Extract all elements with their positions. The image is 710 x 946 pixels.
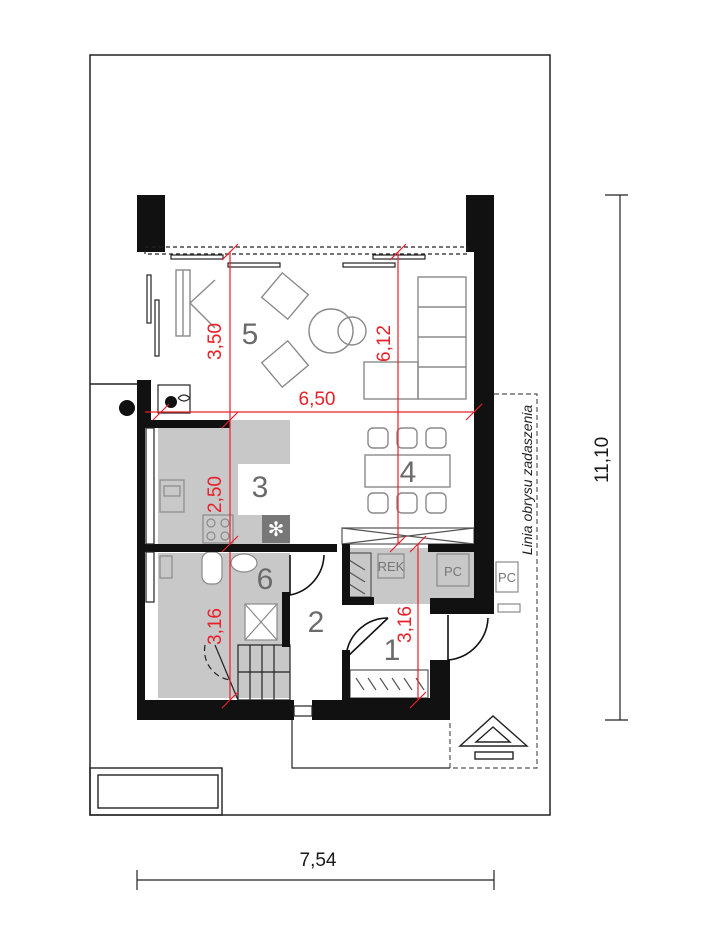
rek-box: REK: [377, 553, 405, 579]
pc-outer-label: PC: [498, 570, 516, 585]
svg-text:✻: ✻: [268, 517, 285, 541]
windows: [144, 246, 468, 717]
car-spot: [89, 767, 223, 816]
pc-inner-label: PC: [444, 564, 462, 579]
dim-kitchen-height: 2,50: [205, 476, 226, 513]
dimension-lines: [145, 243, 483, 709]
room-number-1: 1: [384, 634, 401, 667]
tv-unit: [175, 269, 216, 337]
dim-living-depth: 6,12: [374, 325, 395, 362]
roof-outline-label: Linia obrysu zadaszenia: [519, 405, 535, 555]
plot-boundary: [89, 54, 551, 816]
room-number-5: 5: [242, 318, 259, 351]
room-number-3: 3: [252, 471, 269, 504]
fireplace: [119, 384, 191, 416]
overall-dimensions: [136, 194, 628, 890]
dim-living-height: 3,50: [205, 323, 226, 360]
room-number-2: 2: [308, 606, 325, 639]
stairs: [214, 644, 291, 701]
dining-table: [364, 427, 451, 514]
entrance-arrow: [458, 715, 529, 760]
bathroom-fixtures: [159, 551, 278, 641]
overall-depth-label: 11,10: [592, 437, 613, 483]
overall-width-label: 7,54: [300, 850, 337, 871]
stair-curve: [203, 644, 231, 681]
doors: [289, 554, 489, 661]
pc-inner-box: PC: [436, 553, 470, 587]
living-furniture: [260, 271, 467, 400]
dim-living-width: 6,50: [299, 389, 336, 410]
roof-outline: [449, 393, 538, 769]
walls: [137, 195, 494, 720]
pc-outer-box: PC: [495, 561, 521, 613]
kitchen-counter: [159, 479, 234, 544]
room-number-4: 4: [400, 456, 417, 489]
rek-label: REK: [378, 559, 405, 574]
dim-bath-height: 3,16: [205, 608, 226, 645]
dim-entrance-height: 3,16: [395, 606, 416, 643]
terrace: [291, 720, 450, 769]
room-number-6: 6: [257, 563, 274, 596]
fridge-icon: ✻: [262, 515, 290, 543]
